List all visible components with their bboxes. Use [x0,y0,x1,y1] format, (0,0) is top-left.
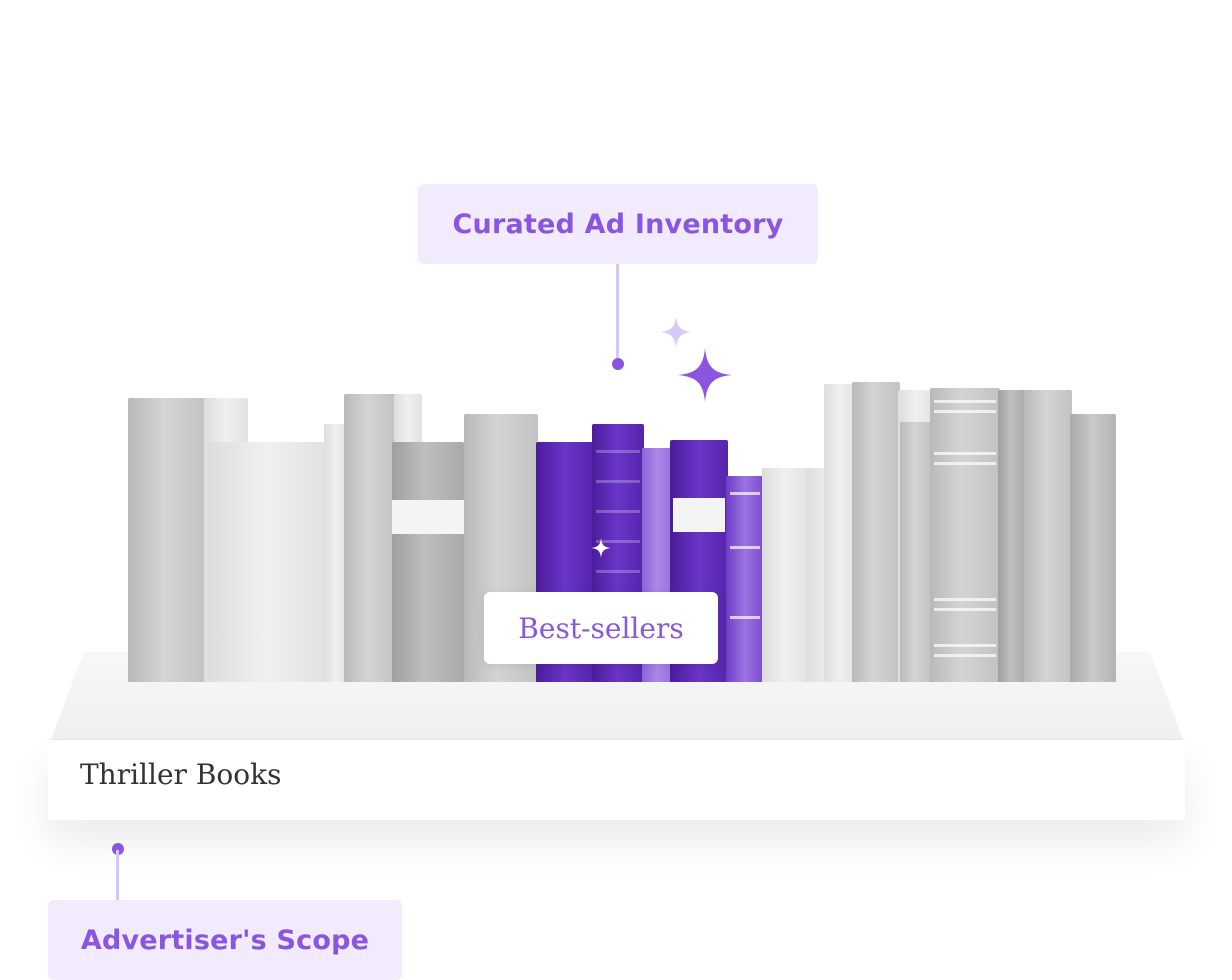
best-sellers-text: Best-sellers [518,611,684,645]
shelf-category-label: Thriller Books [80,758,282,791]
book [998,390,1026,682]
book [392,442,464,682]
book [128,398,208,682]
curated-connector-dot [612,358,624,370]
book [324,424,346,682]
book [1070,414,1116,682]
book [762,468,808,682]
curated-ad-inventory-label: Curated Ad Inventory [418,184,818,264]
curated-ad-inventory-text: Curated Ad Inventory [452,208,784,240]
advertisers-scope-label: Advertiser's Scope [48,900,402,980]
sparkle-small-icon [660,316,692,348]
highlighted-book [726,476,764,682]
scope-connector-line [116,850,119,900]
shelf-front [48,740,1185,820]
book [1024,390,1072,682]
sparkle-tiny-icon [591,538,611,558]
book [208,442,324,682]
book [930,388,1000,682]
book [344,394,396,682]
sparkle-large-icon [678,348,732,402]
scope-connector-dot [112,843,124,855]
curated-connector-line [616,264,619,364]
book [824,384,856,682]
best-sellers-label: Best-sellers [484,592,718,664]
advertisers-scope-text: Advertiser's Scope [80,924,370,956]
book [900,422,932,682]
book [852,382,900,682]
